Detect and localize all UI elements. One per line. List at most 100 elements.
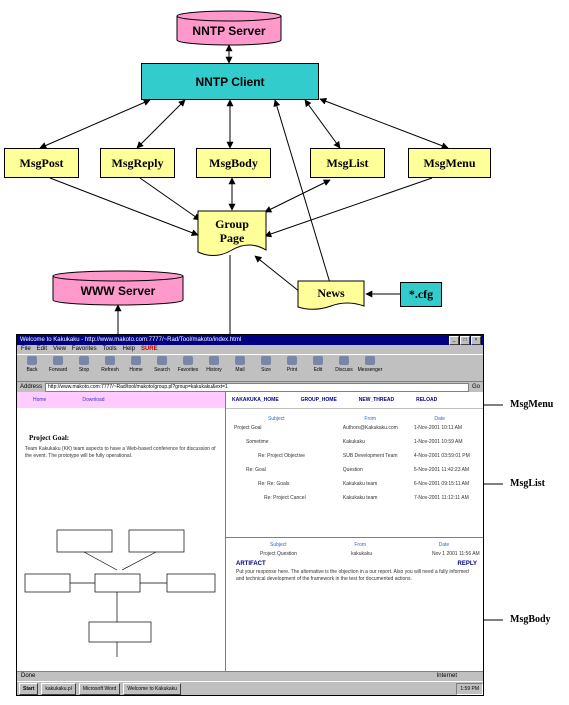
print-icon (287, 356, 297, 365)
left-nav-download[interactable]: Download (82, 397, 105, 403)
stop-label: Stop (78, 367, 90, 373)
arrow-news-group (254, 255, 301, 293)
print-button[interactable]: Print (280, 356, 304, 380)
print-label: Print (286, 367, 298, 373)
mail-icon (235, 356, 245, 365)
back-button[interactable]: Back (20, 356, 44, 380)
body-header-subject: Subject (270, 542, 287, 548)
document-shape (297, 280, 365, 310)
right-frame: KAKAKUKA_HOME GROUP_HOME NEW_THREAD RELO… (226, 392, 483, 671)
nntp-server-node: NNTP Server (176, 10, 282, 46)
reply-link[interactable]: REPLY (457, 561, 477, 567)
size-button[interactable]: Size (254, 356, 278, 380)
msglist-row[interactable]: Re: Goal Question 5-Nov-2001 11:42:23 AM (234, 467, 483, 481)
cylinder-shape (176, 10, 282, 46)
taskbar-item[interactable]: Microsoft Word (78, 683, 121, 695)
page-content: Home Download Project Goal: Team Kakukak… (17, 392, 483, 671)
forward-button[interactable]: Forward (46, 356, 70, 380)
browser-toolbar: Back Forward Stop Refresh Home Search Fa… (17, 354, 483, 382)
row-from: Kakukaku team (342, 481, 378, 487)
arrow-client-msgpost (39, 99, 151, 149)
msglist-row[interactable]: Re: Project Cancel Kakukaku team 7-Nov-2… (234, 495, 483, 509)
row-from: Question (342, 467, 363, 473)
start-button[interactable]: Start (19, 683, 39, 695)
cylinder-shape (52, 270, 184, 306)
browser-menubar: File Edit View Favorites Tools Help SURE (17, 345, 483, 354)
menu-favorites[interactable]: Favorites (71, 346, 97, 352)
arrow-client-msgmenu (319, 97, 449, 150)
row-from: Kakukaku (342, 439, 365, 445)
group-page-node: Group Page (197, 210, 267, 260)
project-goal-text: Team Kakukaku (KK) team aspects to have … (25, 446, 216, 459)
nav-group-home[interactable]: GROUP_HOME (300, 397, 337, 403)
group-page-line2: Page (219, 231, 245, 245)
artifact-link[interactable]: ARTIFACT (236, 561, 266, 567)
msglist-row[interactable]: Sometime Kakukaku 1-Nov-2001 10:59 AM (234, 439, 483, 453)
messenger-button[interactable]: Messenger (358, 356, 382, 380)
forward-icon (53, 356, 63, 365)
search-button[interactable]: Search (150, 356, 174, 380)
maximize-icon[interactable]: □ (460, 336, 470, 345)
nav-reload[interactable]: RELOAD (416, 397, 438, 403)
taskbar-item[interactable]: kakukaku.pl (41, 683, 76, 695)
row-subject[interactable]: Re: Project Cancel (264, 495, 306, 501)
menu-file[interactable]: File (21, 346, 31, 352)
discuss-button[interactable]: Discuss (332, 356, 356, 380)
group-page-line1: Group (215, 217, 249, 231)
mail-button[interactable]: Mail (228, 356, 252, 380)
arrow-msglist-group (264, 179, 331, 213)
row-subject[interactable]: Sometime (246, 439, 269, 445)
news-node: News (297, 280, 365, 312)
nav-kakukaku-home[interactable]: KAKAKUKA_HOME (232, 397, 279, 403)
arrow-msgmenu-group (264, 177, 433, 238)
history-button[interactable]: History (202, 356, 226, 380)
menu-help[interactable]: Help (122, 346, 135, 352)
row-subject[interactable]: Project Goal (234, 425, 262, 431)
body-header-date: Date (438, 542, 450, 548)
stop-button[interactable]: Stop (72, 356, 96, 380)
home-label: Home (129, 367, 143, 373)
row-subject[interactable]: Re: Goal (246, 467, 266, 473)
msglist-row[interactable]: Re: Re: Goals Kakukaku team 6-Nov-2001 0… (234, 481, 483, 495)
address-input[interactable]: http://www.makoto.com:7777/~Rad/tool/mak… (45, 382, 469, 392)
favorites-button[interactable]: Favorites (176, 356, 200, 380)
home-button[interactable]: Home (124, 356, 148, 380)
close-icon[interactable]: × (471, 336, 481, 345)
arrow-client-msglist (304, 99, 341, 149)
arrow-client-msgreply (136, 99, 186, 149)
discuss-icon (339, 356, 349, 365)
menu-sure[interactable]: SURE (140, 346, 158, 352)
size-label: Size (261, 367, 271, 373)
refresh-icon (105, 356, 115, 365)
msglist-label: MsgList (326, 155, 369, 170)
row-date: 6-Nov-2001 09:15:11 AM (413, 481, 470, 487)
edit-button[interactable]: Edit (306, 356, 330, 380)
msglist-row[interactable]: Project Goal Authors@Kakukaku.com 1-Nov-… (234, 425, 483, 439)
arrow-msgreply-group (139, 177, 201, 221)
discuss-label: Discuss (335, 367, 353, 373)
row-subject[interactable]: Re: Project Objective (258, 453, 305, 459)
refresh-button[interactable]: Refresh (98, 356, 122, 380)
mail-label: Mail (235, 367, 245, 373)
msgmenu-node: MsgMenu (408, 148, 491, 178)
minimize-icon[interactable]: _ (449, 336, 459, 345)
menu-edit[interactable]: Edit (36, 346, 48, 352)
msgbody-actions: ARTIFACT REPLY (230, 559, 483, 569)
nav-new-thread[interactable]: NEW_THREAD (358, 397, 395, 403)
back-icon (27, 356, 37, 365)
go-button[interactable]: Go (471, 384, 480, 390)
taskbar-item[interactable]: Welcome to Kakukaku (123, 683, 181, 695)
arrow-client-news (273, 99, 331, 284)
refresh-label: Refresh (101, 367, 119, 373)
menu-view[interactable]: View (53, 346, 66, 352)
msgbody-label: MsgBody (209, 155, 258, 170)
address-bar: Address http://www.makoto.com:7777/~Rad/… (17, 382, 483, 392)
msgbody-values: Project Question kakukaku Nov 1 2001 11:… (230, 551, 483, 559)
left-nav-home[interactable]: Home (33, 397, 47, 403)
msglist-row[interactable]: Re: Project Objective SUB Development Te… (234, 453, 483, 467)
row-subject[interactable]: Re: Re: Goals (258, 481, 290, 487)
body-value-date: Nov 1 2001 11:56 AM (432, 551, 480, 557)
arrow-msgpost-group (49, 177, 199, 237)
messenger-icon (365, 356, 375, 365)
menu-tools[interactable]: Tools (102, 346, 117, 352)
